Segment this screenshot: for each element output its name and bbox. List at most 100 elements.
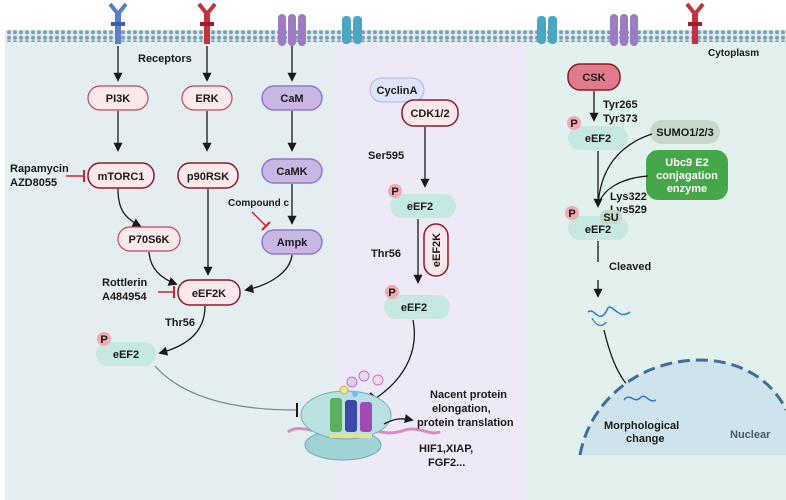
- eef2k-mid-label: eEF2K: [431, 233, 443, 267]
- su-tag: [600, 210, 622, 224]
- inhibit-compound-c: [251, 211, 267, 227]
- receptor-red-icon-right: [685, 2, 705, 44]
- erk-label: ERK: [195, 93, 218, 105]
- p70s6k-node: [117, 226, 181, 252]
- p90rsk-node: [177, 162, 239, 189]
- receptor-red-icon: [197, 2, 217, 44]
- ampk-node: [261, 229, 323, 255]
- eef2-mid1-label: eEF2: [407, 201, 433, 213]
- sumo-node: [650, 120, 720, 144]
- channel-teal-icon-right: [537, 16, 557, 44]
- nacent-line-3: protein translation: [417, 417, 514, 429]
- ampk-label: Ampk: [277, 237, 308, 249]
- camk-node: [261, 158, 323, 184]
- su-label: SU: [603, 212, 618, 224]
- phospho-right1-label: P: [570, 118, 577, 130]
- lys322-label: Lys322: [610, 191, 647, 203]
- cdk12-node: [401, 99, 459, 127]
- nucleus-fragment-icon: [623, 395, 657, 402]
- arrow-sumo-eef2: [597, 133, 653, 207]
- cell-membrane: [5, 30, 786, 42]
- phospho-mid2-icon: [385, 285, 399, 299]
- eef2k-mid-node: [423, 223, 449, 277]
- phospho-mid1-icon: [388, 184, 402, 198]
- cleaved-fragment-icon: [587, 306, 631, 317]
- inhibit-compound-c-bar: [261, 221, 271, 231]
- ubc9-line-1: Ubc9 E2: [665, 157, 708, 169]
- cdk12-label: CDK1/2: [410, 108, 449, 120]
- phospho-left-icon: [97, 332, 111, 346]
- nucleus-border: [578, 358, 786, 456]
- cleaved-label: Cleaved: [609, 261, 651, 273]
- compound-c-label: Compound c: [228, 198, 290, 209]
- tyr373-label: Tyr373: [603, 113, 638, 125]
- pi3k-label: PI3K: [106, 93, 131, 105]
- p90rsk-label: p90RSK: [187, 171, 229, 183]
- hif-line-2: FGF2...: [428, 457, 465, 469]
- arrow-eef2k-eef2-left: [158, 305, 206, 356]
- morph-line-1: Morphological: [604, 420, 679, 432]
- nacent-line-1: Nacent protein: [430, 389, 507, 401]
- eef2-left-label: eEF2: [113, 349, 139, 361]
- ubc9-node: [646, 150, 728, 200]
- eef2-left-node: [96, 342, 156, 366]
- sumo-label: SUMO1/2/3: [656, 127, 713, 139]
- hif-line-1: HIF1,XIAP,: [419, 443, 473, 455]
- rottlerin-label: Rottlerin: [102, 277, 148, 289]
- thr56-left-label: Thr56: [165, 317, 195, 329]
- csk-node: [567, 63, 621, 91]
- camk-label: CaMK: [276, 166, 307, 178]
- tyr265-label: Tyr265: [603, 99, 638, 111]
- channel-teal-icon: [342, 16, 362, 44]
- p70s6k-label: P70S6K: [129, 234, 170, 246]
- phospho-right2-label: P: [568, 208, 575, 220]
- cyclina-node: [369, 77, 425, 103]
- csk-label: CSK: [582, 72, 605, 84]
- left-panel: [5, 40, 335, 500]
- mtorc1-label: mTORC1: [98, 171, 145, 183]
- morph-line-2: change: [626, 433, 665, 445]
- nucleus-shape: [580, 360, 786, 455]
- eef2-mid2-node: [384, 295, 450, 319]
- phospho-left-label: P: [100, 334, 107, 346]
- arrow-ubc9-eef2: [597, 175, 649, 207]
- cytoplasm-label: Cytoplasm: [708, 48, 759, 59]
- cam-node: [261, 85, 323, 111]
- arrow-p70s6k-eef2k: [148, 251, 178, 286]
- receptor-blue-icon: [108, 2, 128, 44]
- nacent-line-2: elongation,: [432, 403, 491, 415]
- arrow-ampk-eef2k: [244, 254, 293, 293]
- phospho-mid2-label: P: [388, 287, 395, 299]
- eef2-mid2-label: eEF2: [401, 302, 427, 314]
- ribosome-output-arrow: [383, 414, 414, 425]
- channel-purple-icon-right: [610, 14, 638, 46]
- eef2k-left-label: eEF2K: [192, 288, 226, 300]
- phospho-right1-icon: [567, 116, 581, 130]
- cyclina-label: CyclinA: [377, 85, 418, 97]
- channel-purple-icon: [278, 14, 306, 46]
- eef2-mid1-node: [390, 194, 456, 218]
- inhibit-eef2-ribosome: [154, 365, 297, 411]
- arrow-mtorc1-p70s6k: [117, 188, 142, 227]
- cam-label: CaM: [280, 93, 303, 105]
- ser595-label: Ser595: [368, 150, 404, 162]
- eef2k-left-node: [177, 279, 241, 306]
- rapamycin-label: Rapamycin: [10, 163, 69, 175]
- mtorc1-node: [87, 162, 155, 189]
- thr56-mid-label: Thr56: [371, 248, 401, 260]
- azd8055-label: AZD8055: [10, 177, 57, 189]
- eef2-right1-node: [568, 126, 628, 150]
- ubc9-line-2: conjagation: [656, 170, 718, 182]
- phospho-right2-icon: [565, 206, 579, 220]
- eef2-right2-label: eEF2: [585, 224, 611, 236]
- phospho-mid1-label: P: [391, 186, 398, 198]
- inhibit-mid-eef2-ribosome: [375, 319, 415, 399]
- nuclear-label: Nuclear: [730, 429, 771, 441]
- a484954-label: A484954: [102, 291, 148, 303]
- cleaved-fragment-icon-2: [591, 317, 607, 327]
- ubc9-line-3: enzyme: [667, 183, 707, 195]
- erk-node: [181, 85, 233, 111]
- pi3k-node: [87, 85, 149, 111]
